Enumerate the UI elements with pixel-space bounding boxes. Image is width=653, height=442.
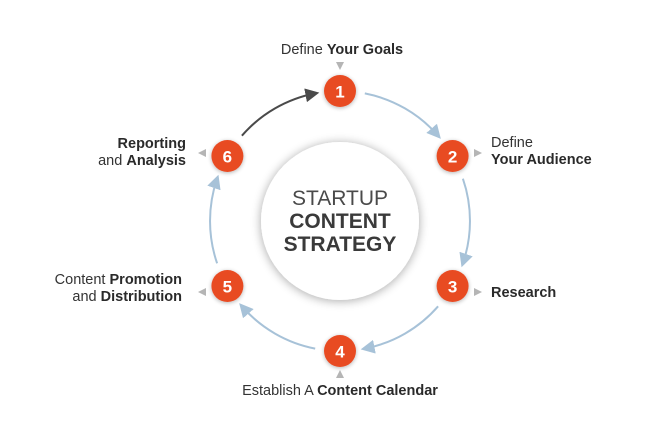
hub-title-line-3: STRATEGY: [284, 233, 397, 256]
pointer-triangle-step-4: [336, 370, 344, 378]
center-hub: STARTUP CONTENT STRATEGY: [261, 142, 419, 300]
step-5-label: Content Promotion and Distribution: [54, 272, 182, 305]
hub-title-line-1: STARTUP: [292, 187, 388, 210]
step-node-circle-5: [211, 270, 244, 302]
step-node-circle-6: [211, 140, 244, 172]
step-number-5: 5: [223, 278, 232, 297]
step-number-2: 2: [448, 148, 457, 167]
step-number-3: 3: [448, 278, 457, 297]
step-node-1: 1: [324, 75, 356, 107]
label-pointers: [198, 62, 482, 378]
step-node-circle-4: [324, 335, 356, 367]
step-node-4: 4: [324, 335, 356, 367]
pointer-triangle-step-3: [474, 288, 482, 296]
pointer-triangle-step-1: [336, 62, 344, 70]
hub-circle: [261, 142, 419, 300]
step-number-1: 1: [335, 83, 344, 102]
arrow-step-2-to-3: [459, 178, 473, 268]
pointer-triangle-step-5: [198, 288, 206, 296]
step-node-5: 5: [211, 270, 244, 302]
arrow-step-6-to-1: [241, 88, 320, 137]
hub-title-line-2: CONTENT: [289, 210, 391, 233]
step-node-circle-2: [436, 140, 469, 172]
step-node-3: 3: [436, 270, 469, 302]
step-2-label: Define Your Audience: [491, 135, 592, 168]
arrow-step-1-to-2: [364, 92, 441, 139]
arrow-step-3-to-4: [360, 305, 439, 354]
step-6-label: Reporting and Analysis: [98, 136, 186, 169]
cycle-arrows: [207, 88, 473, 354]
step-4-label: Establish A Content Calendar: [242, 383, 438, 399]
step-node-circle-3: [436, 270, 469, 302]
arrow-step-4-to-5: [239, 303, 316, 350]
pointer-triangle-step-6: [198, 149, 206, 157]
step-nodes: 1 2 3 4 5 6: [211, 75, 469, 367]
step-node-6: 6: [211, 140, 244, 172]
arrow-step-5-to-6: [207, 174, 221, 264]
step-node-circle-1: [324, 75, 356, 107]
step-1-label: Define Your Goals: [280, 42, 404, 58]
step-node-2: 2: [436, 140, 469, 172]
step-3-label: Research: [491, 285, 557, 301]
step-number-4: 4: [335, 343, 345, 362]
pointer-triangle-step-2: [474, 149, 482, 157]
step-number-6: 6: [223, 148, 232, 167]
